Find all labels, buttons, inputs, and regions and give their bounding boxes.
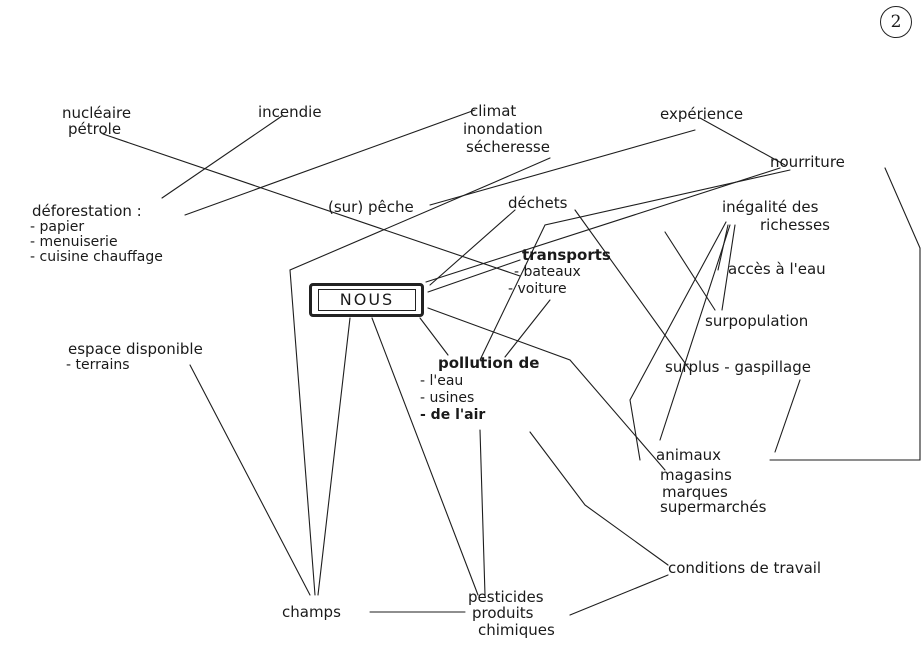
node-pesticides: pesticides: [468, 588, 544, 606]
node-experience: expérience: [660, 105, 744, 123]
node-surpopulation: surpopulation: [705, 312, 809, 330]
node-inondation: inondation: [463, 120, 543, 138]
link-left-surpop: [664, 231, 716, 311]
node-cuisine: - cuisine chauffage: [30, 249, 163, 265]
link-inegalite-animaux: [629, 221, 727, 461]
node-deforestation: déforestation :: [32, 202, 142, 220]
node-espace: espace disponible: [68, 340, 203, 358]
link-nourriture-pollution: [479, 169, 791, 361]
link-inegalite-magasins: [659, 224, 731, 441]
link-experience-surpeche: [429, 129, 696, 206]
link-experience-nourriture: [699, 117, 786, 166]
node-nucleaire: nucléaire: [62, 104, 132, 122]
link-nourriture-animaux: [769, 167, 921, 461]
node-richesses: richesses: [760, 216, 830, 234]
node-petrole: pétrole: [68, 120, 122, 138]
node-incendie: incendie: [258, 103, 322, 121]
node-pollution: pollution de: [438, 354, 540, 372]
node-acces-eau: accès à l'eau: [728, 260, 826, 278]
node-supermarches: supermarchés: [660, 498, 767, 516]
link-air-pesticides: [479, 429, 486, 596]
node-bateaux: - bateaux: [514, 264, 581, 280]
node-chimiques: chimiques: [478, 621, 555, 639]
link-espace-champs: [189, 364, 311, 596]
node-nourriture: nourriture: [770, 153, 845, 171]
node-dechets: déchets: [508, 194, 568, 212]
node-leau: - l'eau: [420, 373, 464, 389]
link-transports-nous: [427, 259, 521, 293]
link-nous-champs: [317, 317, 351, 596]
node-surplus: surplus - gaspillage: [665, 358, 811, 376]
link-climat-deforestation: [184, 109, 476, 216]
node-menuiserie: - menuiserie: [30, 234, 118, 250]
link-surplus-animaux: [774, 379, 801, 453]
node-climat: climat: [470, 102, 517, 120]
center-box: [309, 283, 424, 317]
node-produits: produits: [472, 604, 534, 622]
node-transports: transports: [522, 246, 611, 264]
node-papier: - papier: [30, 219, 85, 235]
link-nous-magasins: [427, 307, 666, 471]
link-nourriture-nous: [425, 167, 781, 283]
link-pesticides-conditions: [569, 574, 669, 616]
link-pollution-conditions: [529, 431, 669, 566]
link-dechets-surplus: [574, 209, 691, 371]
node-terrains: - terrains: [66, 357, 130, 373]
node-inegalite: inégalité des: [722, 198, 819, 216]
node-sur-peche: (sur) pêche: [328, 198, 414, 216]
node-conditions: conditions de travail: [668, 559, 822, 577]
node-animaux: animaux: [656, 446, 722, 464]
node-magasins: magasins: [660, 466, 732, 484]
link-nous-pollution: [419, 317, 449, 356]
node-voiture: - voiture: [508, 281, 567, 297]
link-nous-champs-pesticides: [371, 317, 479, 596]
node-secheresse: sécheresse: [466, 138, 550, 156]
node-marques: marques: [662, 483, 728, 501]
link-secheresse-champs: [289, 157, 551, 596]
node-champs: champs: [282, 603, 341, 621]
node-usines: - usines: [420, 390, 475, 406]
link-dechets-nous: [429, 209, 516, 286]
link-inegalite-surpop: [721, 224, 736, 311]
link-incendie-deforestation: [161, 115, 283, 199]
page-number: 2: [880, 6, 912, 38]
center-node: NOUS: [318, 289, 416, 311]
link-nucleaire-transports: [102, 133, 521, 277]
node-de-lair: - de l'air: [420, 407, 486, 423]
link-voiture-pollution: [504, 299, 551, 358]
